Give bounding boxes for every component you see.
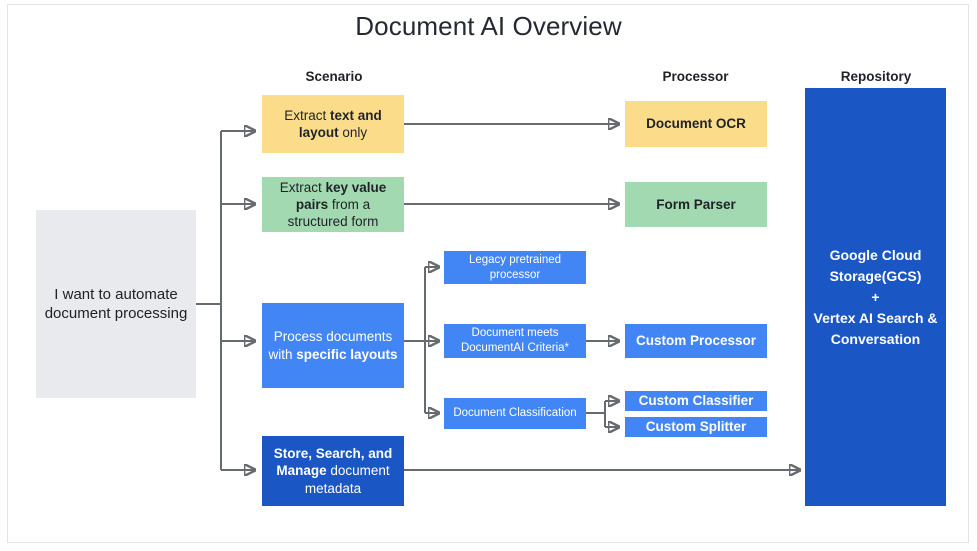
sub-node-document-meets-criteria[interactable]: Document meets DocumentAI Criteria* bbox=[444, 324, 586, 358]
column-header-repository: Repository bbox=[840, 69, 912, 84]
processor-node-form-parser[interactable]: Form Parser bbox=[625, 182, 767, 227]
repository-line-3: + bbox=[871, 288, 880, 305]
scenario-node-extract-text-layout-label: Extract text and layout only bbox=[284, 107, 382, 140]
repository-line-5: Conversation bbox=[830, 330, 921, 347]
column-header-processor: Processor bbox=[662, 69, 729, 84]
scenario-node-process-specific-layouts-label: Process documents with specific layouts bbox=[268, 329, 398, 362]
processor-node-custom-processor[interactable]: Custom Processor bbox=[625, 324, 767, 358]
processor-node-custom-classifier-label: Custom Classifier bbox=[638, 393, 754, 409]
repository-line-2: Storage(GCS) bbox=[829, 267, 922, 284]
processor-node-custom-splitter[interactable]: Custom Splitter bbox=[625, 417, 767, 437]
scenario-node-extract-text-layout[interactable]: Extract text and layout only bbox=[262, 95, 404, 153]
processor-node-custom-processor-label: Custom Processor bbox=[635, 333, 757, 349]
repository-line-4: Vertex AI Search & bbox=[813, 309, 938, 326]
sub-node-document-classification[interactable]: Document Classification bbox=[444, 398, 586, 429]
page-title: Document AI Overview bbox=[355, 11, 622, 41]
processor-node-document-ocr-label: Document OCR bbox=[646, 116, 746, 132]
scenario-node-store-search-manage[interactable]: Store, Search, and Manage document metad… bbox=[262, 436, 404, 506]
processor-node-custom-splitter-label: Custom Splitter bbox=[645, 419, 747, 435]
repository-line-1: Google Cloud bbox=[829, 246, 922, 263]
sub-node-legacy-pretrained-processor[interactable]: Legacy pretrained processor bbox=[444, 251, 586, 284]
scenario-node-store-search-manage-label: Store, Search, and Manage document metad… bbox=[273, 446, 393, 496]
sub-node-document-classification-label: Document Classification bbox=[453, 407, 577, 420]
scenario-node-extract-key-value-label: Extract key value pairs from a structure… bbox=[279, 179, 387, 230]
column-header-scenario: Scenario bbox=[305, 69, 363, 84]
scenario-node-extract-key-value[interactable]: Extract key value pairs from a structure… bbox=[262, 177, 404, 232]
repository-node-label: Google Cloud Storage(GCS) + Vertex AI Se… bbox=[814, 245, 938, 350]
processor-node-custom-classifier[interactable]: Custom Classifier bbox=[625, 391, 767, 411]
entry-node-label: I want to automate document processing bbox=[44, 285, 188, 322]
entry-node-automate-document-processing[interactable]: I want to automate document processing bbox=[36, 210, 196, 398]
processor-node-form-parser-label: Form Parser bbox=[656, 196, 736, 212]
repository-node[interactable]: Google Cloud Storage(GCS) + Vertex AI Se… bbox=[805, 88, 946, 506]
sub-node-legacy-pretrained-processor-label: Legacy pretrained processor bbox=[468, 253, 562, 281]
sub-node-document-meets-criteria-label: Document meets DocumentAI Criteria* bbox=[460, 327, 569, 354]
scenario-node-process-specific-layouts[interactable]: Process documents with specific layouts bbox=[262, 303, 404, 388]
processor-node-document-ocr[interactable]: Document OCR bbox=[625, 101, 767, 147]
